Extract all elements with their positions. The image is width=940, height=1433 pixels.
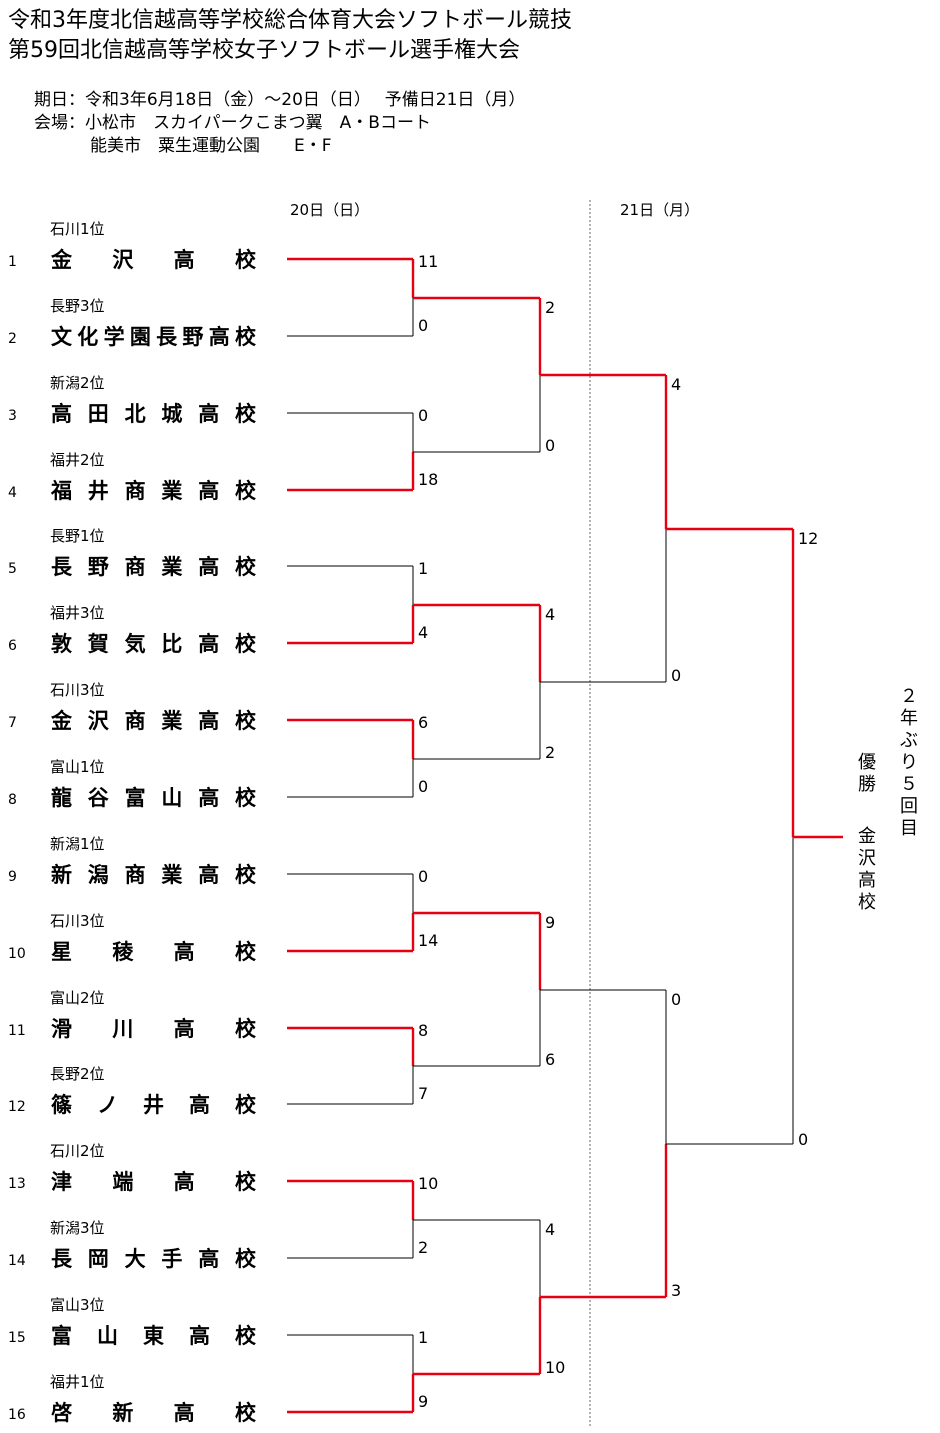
team-name: 金沢商業高校 [51, 709, 256, 733]
team-seed: 長野2位 [50, 1065, 105, 1083]
match-score: 9 [418, 1392, 429, 1411]
team-number: 13 [8, 1176, 26, 1192]
team-name: 富山東高校 [51, 1324, 256, 1348]
team-number: 2 [8, 331, 17, 347]
team-name: 長岡大手高校 [51, 1247, 256, 1271]
team-seed: 福井2位 [50, 451, 105, 469]
match-score: 8 [418, 1021, 429, 1040]
match-score: 9 [545, 913, 556, 932]
team-seed: 石川3位 [50, 912, 105, 930]
title-line-1: 令和3年度北信越高等学校総合体育大会ソフトボール競技 [8, 8, 572, 33]
team-number: 16 [8, 1407, 26, 1423]
team-name: 篠ノ井高校 [51, 1093, 256, 1117]
team-name: 高田北城高校 [51, 402, 256, 426]
team-seed: 長野1位 [50, 527, 105, 545]
match-score: 10 [545, 1358, 566, 1377]
team-number: 7 [8, 715, 17, 731]
team-seed: 長野3位 [50, 297, 105, 315]
match-score: 4 [545, 1220, 556, 1239]
match-score: 0 [798, 1130, 809, 1149]
match-score: 14 [418, 931, 439, 950]
match-score: 0 [418, 867, 429, 886]
team-number: 4 [8, 485, 17, 501]
team-seed: 富山3位 [50, 1296, 105, 1314]
match-score: 0 [418, 777, 429, 796]
match-score: 4 [418, 623, 429, 642]
team-name: 滑川高校 [51, 1017, 256, 1041]
team-number: 6 [8, 638, 17, 654]
team-number: 11 [8, 1023, 26, 1039]
match-score: 0 [671, 666, 682, 685]
team-name: 星稜高校 [51, 940, 256, 964]
team-seed: 新潟1位 [50, 835, 105, 853]
match-score: 2 [545, 298, 556, 317]
match-score: 11 [418, 252, 439, 271]
match-score: 1 [418, 559, 429, 578]
match-score: 7 [418, 1084, 429, 1103]
match-score: 2 [418, 1238, 429, 1257]
team-seed: 富山2位 [50, 989, 105, 1007]
match-score: 12 [798, 529, 819, 548]
team-number: 10 [8, 946, 26, 962]
team-seed: 富山1位 [50, 758, 105, 776]
team-number: 1 [8, 254, 17, 270]
title-line-2: 第59回北信越高等学校女子ソフトボール選手権大会 [8, 38, 520, 63]
champion-label: 優勝 [858, 752, 876, 795]
match-score: 0 [418, 316, 429, 335]
team-number: 3 [8, 408, 17, 424]
match-score: 4 [545, 605, 556, 624]
team-number: 12 [8, 1099, 26, 1115]
match-score: 10 [418, 1174, 439, 1193]
team-seed: 石川2位 [50, 1142, 105, 1160]
match-score: 6 [418, 713, 429, 732]
team-number: 14 [8, 1253, 26, 1269]
day-label-final: 21日（月） [620, 201, 700, 219]
team-seed: 新潟3位 [50, 1219, 105, 1237]
match-score: 4 [671, 375, 682, 394]
match-score: 1 [418, 1328, 429, 1347]
date-info: 期日：令和3年6月18日（金）～20日（日） 予備日21日（月） [34, 90, 526, 110]
match-score: 18 [418, 470, 439, 489]
team-name: 金沢高校 [51, 248, 256, 272]
match-score: 3 [671, 1281, 682, 1300]
team-number: 8 [8, 792, 17, 808]
champion-note: ２年ぶり５回目 [900, 686, 918, 839]
team-seed: 石川3位 [50, 681, 105, 699]
team-name: 長野商業高校 [51, 555, 256, 579]
team-number: 9 [8, 869, 17, 885]
team-seed: 石川1位 [50, 220, 105, 238]
match-score: 0 [671, 990, 682, 1009]
day-label-round1: 20日（日） [290, 201, 370, 219]
match-score: 0 [418, 406, 429, 425]
venue-info-1: 会場：小松市 スカイパークこまつ翼 A・Bコート [34, 113, 431, 133]
team-seed: 福井3位 [50, 604, 105, 622]
team-name: 敦賀気比高校 [51, 632, 256, 656]
team-name: 文化学園長野高校 [51, 325, 256, 349]
champion-team: 金沢高校 [858, 826, 876, 913]
team-seed: 福井1位 [50, 1373, 105, 1391]
match-score: 0 [545, 436, 556, 455]
team-name: 啓新高校 [51, 1401, 256, 1425]
match-score: 2 [545, 743, 556, 762]
team-name: 津端高校 [51, 1170, 256, 1194]
team-number: 5 [8, 561, 17, 577]
team-name: 龍谷富山高校 [51, 786, 256, 810]
team-name: 福井商業高校 [51, 479, 256, 503]
match-score: 6 [545, 1050, 556, 1069]
team-seed: 新潟2位 [50, 374, 105, 392]
venue-info-2: 能美市 粟生運動公園 E・F [90, 136, 332, 156]
team-name: 新潟商業高校 [51, 863, 256, 887]
team-number: 15 [8, 1330, 26, 1346]
